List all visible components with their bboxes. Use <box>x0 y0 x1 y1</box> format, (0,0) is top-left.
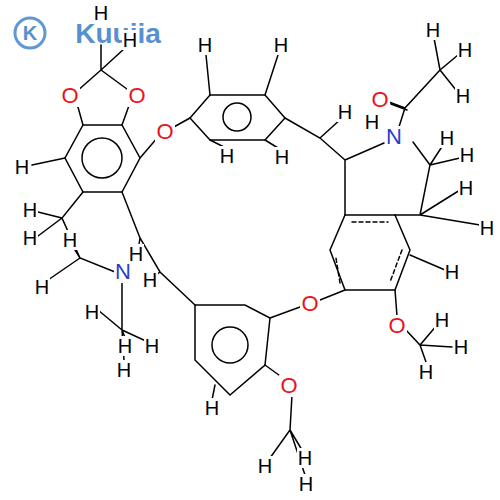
atom-label: H <box>453 337 469 357</box>
atom-label: H <box>479 218 495 238</box>
atom-label: H <box>337 102 353 122</box>
atom-label: N <box>385 126 403 148</box>
atom-label: H <box>197 35 213 55</box>
atom-label: H <box>22 200 38 220</box>
atom-label: H <box>144 336 160 356</box>
atom-label: H <box>418 362 434 382</box>
atom-label: H <box>122 30 138 50</box>
atom-label: H <box>62 230 78 250</box>
atom-label: H <box>298 474 314 494</box>
atom-label: O <box>370 89 389 111</box>
atom-label: H <box>34 277 50 297</box>
atom-label: H <box>257 456 273 476</box>
atom-label: H <box>274 147 290 167</box>
atom-label: H <box>439 128 455 148</box>
atom-label: H <box>84 302 100 322</box>
atom-label: O <box>155 121 174 143</box>
logo-letter: K <box>22 23 38 43</box>
atom-label: H <box>128 244 144 264</box>
atom-label: H <box>444 262 460 282</box>
atom-label: O <box>387 315 406 337</box>
atom-label: H <box>425 20 441 40</box>
atom-label: H <box>93 3 109 23</box>
watermark: Kuujia <box>74 20 162 48</box>
atom-label: O <box>300 293 319 315</box>
atom-label: H <box>204 398 220 418</box>
atom-label: H <box>364 112 380 132</box>
atom-label: H <box>117 336 133 356</box>
atom-label: H <box>116 360 132 380</box>
atom-label: H <box>22 228 38 248</box>
atom-label: H <box>273 35 289 55</box>
atom-label: O <box>60 85 79 107</box>
atom-label: N <box>114 261 132 283</box>
atom-label: H <box>434 310 450 330</box>
atom-label: H <box>142 270 158 290</box>
atom-label: H <box>297 448 313 468</box>
atom-label: H <box>455 86 471 106</box>
atom-label: H <box>219 146 235 166</box>
atom-label: H <box>459 145 475 165</box>
atom-label: H <box>14 157 30 177</box>
atom-label: H <box>457 40 473 60</box>
atom-label: O <box>127 85 146 107</box>
atom-label: O <box>279 375 298 397</box>
atom-label: H <box>458 178 474 198</box>
